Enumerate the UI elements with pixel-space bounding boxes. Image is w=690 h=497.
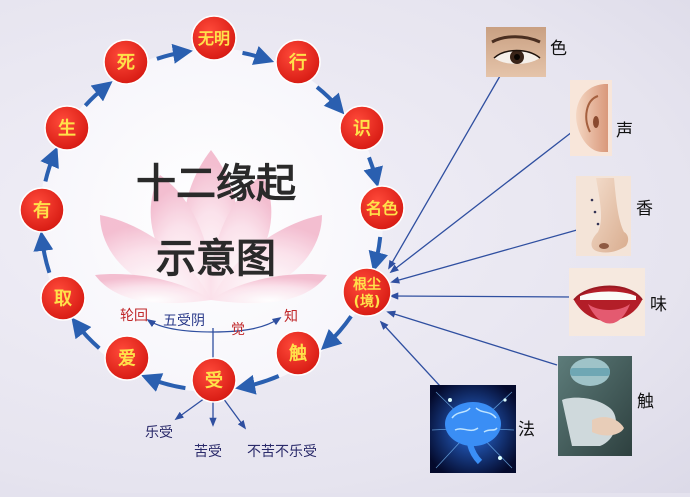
node-label-qu: 取 [54, 288, 73, 309]
node-sheng: 生 [44, 105, 90, 151]
sense-label-xiang: 香 [636, 199, 653, 219]
node-circle-xing [275, 39, 321, 85]
cycle-arrow-chu [235, 374, 280, 395]
node-circle-ai [104, 335, 150, 381]
node-label-ai: 爱 [118, 348, 136, 369]
cycle-arrow-xing [315, 85, 345, 115]
brain-icon [430, 385, 516, 473]
line-sheng [389, 131, 573, 274]
node-label-wuming: 无明 [197, 29, 230, 48]
node-circle-sheng [44, 105, 90, 151]
feeling-buku: 不苦不乐受 [247, 444, 317, 460]
ear-icon [570, 80, 612, 156]
node-shi: 识 [339, 105, 385, 151]
tongue-icon [569, 268, 645, 336]
node-label-you: 有 [33, 199, 51, 221]
node-label-shi: 识 [353, 118, 371, 139]
sense-label-wei: 味 [650, 295, 667, 315]
nose-icon [576, 176, 631, 256]
cycle-arrow-mingse [368, 236, 388, 272]
sense-label-chu: 触 [637, 392, 654, 412]
line-wei [389, 292, 573, 300]
feeling-lines [174, 397, 247, 430]
sense-connection-lines [379, 75, 585, 387]
node-circle-shou [191, 357, 237, 403]
node-sublabel-genchen: (境) [354, 293, 381, 310]
node-ai: 爱 [104, 335, 150, 381]
line-xiang [390, 227, 585, 284]
node-circle-qu [40, 275, 86, 321]
sense-label-sheng: 声 [616, 121, 633, 141]
cycle-arrow-ai [71, 317, 101, 350]
node-chu: 触 [275, 330, 321, 376]
node-label-shou: 受 [205, 369, 223, 391]
node-genchen: 根尘(境) [342, 267, 392, 317]
feeling-ku: 苦受 [194, 444, 222, 460]
node-xing: 行 [275, 39, 321, 85]
sense-label-se: 色 [550, 39, 567, 59]
node-circle-mingse [359, 185, 405, 231]
inner-annotation-lines [146, 316, 282, 363]
node-shou: 受 [191, 357, 237, 403]
cycle-arrow-sheng [83, 81, 113, 107]
node-wuming: 无明 [191, 15, 237, 61]
node-circle-chu [275, 330, 321, 376]
node-circle-you [19, 187, 65, 233]
hand-touch-icon [558, 356, 632, 456]
node-label-mingse: 名色 [366, 199, 398, 218]
title-line1: 十二缘起 [136, 161, 297, 207]
node-circle-wuming [191, 15, 237, 61]
label-lunhui: 轮回 [120, 308, 148, 324]
node-mingse: 名色 [359, 185, 405, 231]
label-zhi: 知 [284, 308, 298, 325]
node-label-si: 死 [117, 52, 135, 73]
node-label-xing: 行 [288, 51, 307, 73]
feeling-le: 乐受 [145, 425, 173, 441]
line-chu [386, 310, 558, 366]
node-circle-si [103, 39, 149, 85]
node-circle-genchen [342, 267, 392, 317]
cycle-arrow-shou [141, 373, 186, 392]
cycle-arrow-you [40, 146, 59, 182]
cycle-arrow-qu [33, 230, 54, 274]
sense-label-fa: 法 [518, 420, 535, 440]
cycle-arrow-shi [363, 156, 383, 188]
cycle-arrow-si [156, 43, 193, 64]
cycle-arrows [33, 43, 388, 395]
lotus-decoration [95, 150, 327, 304]
eye-icon [486, 27, 546, 77]
label-jue: 觉 [231, 322, 245, 338]
title-line2: 示意图 [156, 236, 276, 282]
node-si: 死 [103, 39, 149, 85]
node-you: 有 [19, 187, 65, 233]
label-wushouyin: 五受阴 [163, 313, 205, 329]
cycle-arrow-wuming [242, 45, 275, 65]
node-label-genchen: 根尘 [353, 276, 381, 293]
line-fa [379, 320, 441, 387]
cycle-arrow-genchen [320, 315, 353, 350]
node-qu: 取 [40, 275, 86, 321]
node-circle-shi [339, 105, 385, 151]
line-se [388, 75, 501, 270]
node-label-sheng: 生 [58, 117, 76, 139]
node-label-chu: 触 [289, 342, 307, 364]
